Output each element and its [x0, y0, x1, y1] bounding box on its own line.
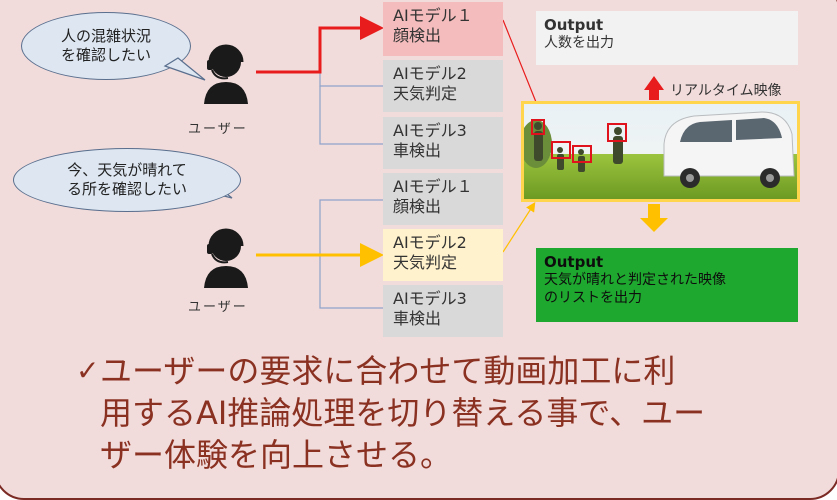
speech-bubble-bottom-text: 今、天気が晴れて る所を確認したい [66, 161, 187, 198]
up-arrow-red [644, 76, 664, 100]
output-bottom-body: 天気が晴れと判定された映像 のリストを出力 [544, 272, 726, 306]
conclusion-text: ✓ ユーザーの要求に合わせて動画加工に利 用するAI推論処理を切り替える事で、ユ… [76, 350, 706, 476]
model2-to-photo-line [502, 201, 536, 253]
user-headset-icon [204, 228, 248, 288]
ai-model-car-bottom: AIモデル3 車検出 [383, 285, 503, 337]
speech-bubble-bottom: 今、天気が晴れて る所を確認したい [13, 148, 241, 212]
realtime-video-label: リアルタイム映像 [670, 83, 782, 99]
family-and-van-photo [524, 104, 797, 199]
branch-line-bottom-model1 [319, 199, 383, 255]
ai-model-face-detection-bottom: AIモデル１ 顔検出 [383, 173, 503, 225]
output-top-body: 人数を出力 [544, 35, 614, 51]
speech-bubble-top: 人の混雑状況 を確認したい [21, 12, 191, 80]
branch-line-top-model3 [319, 86, 383, 145]
ai-model-weather-top: AIモデル2 天気判定 [383, 60, 503, 112]
realtime-video-frame [521, 101, 800, 202]
ai-model-weather-bottom: AIモデル2 天気判定 [383, 229, 503, 281]
user-label-bottom: ユーザー [188, 300, 248, 315]
conclusion-line-1: ユーザーの要求に合わせて動画加工に利 [100, 352, 676, 390]
user-headset-icon [204, 44, 248, 104]
flow-connectors [256, 16, 668, 309]
down-arrow-yellow [640, 204, 668, 232]
checkmark-icon: ✓ [76, 354, 100, 387]
branch-line-bottom-model3 [319, 255, 383, 309]
ai-model-car-top: AIモデル3 車検出 [383, 117, 503, 169]
output-box-bottom: Output 天気が晴れと判定された映像 のリストを出力 [536, 248, 798, 322]
conclusion-line-3: ザー体験を向上させる。 [100, 436, 453, 474]
active-path-red [256, 16, 384, 74]
conclusion-line-2: 用するAI推論処理を切り替える事で、ユー [100, 394, 706, 432]
ai-model-face-detection-top: AIモデル１ 顔検出 [383, 2, 503, 56]
output-box-top: Output 人数を出力 [536, 11, 798, 65]
user-label-top: ユーザー [188, 122, 248, 137]
model1-to-photo-line [502, 19, 542, 115]
output-top-title: Output [544, 16, 604, 34]
output-bottom-title: Output [544, 253, 604, 271]
speech-bubble-top-text: 人の混雑状況 を確認したい [60, 27, 151, 64]
